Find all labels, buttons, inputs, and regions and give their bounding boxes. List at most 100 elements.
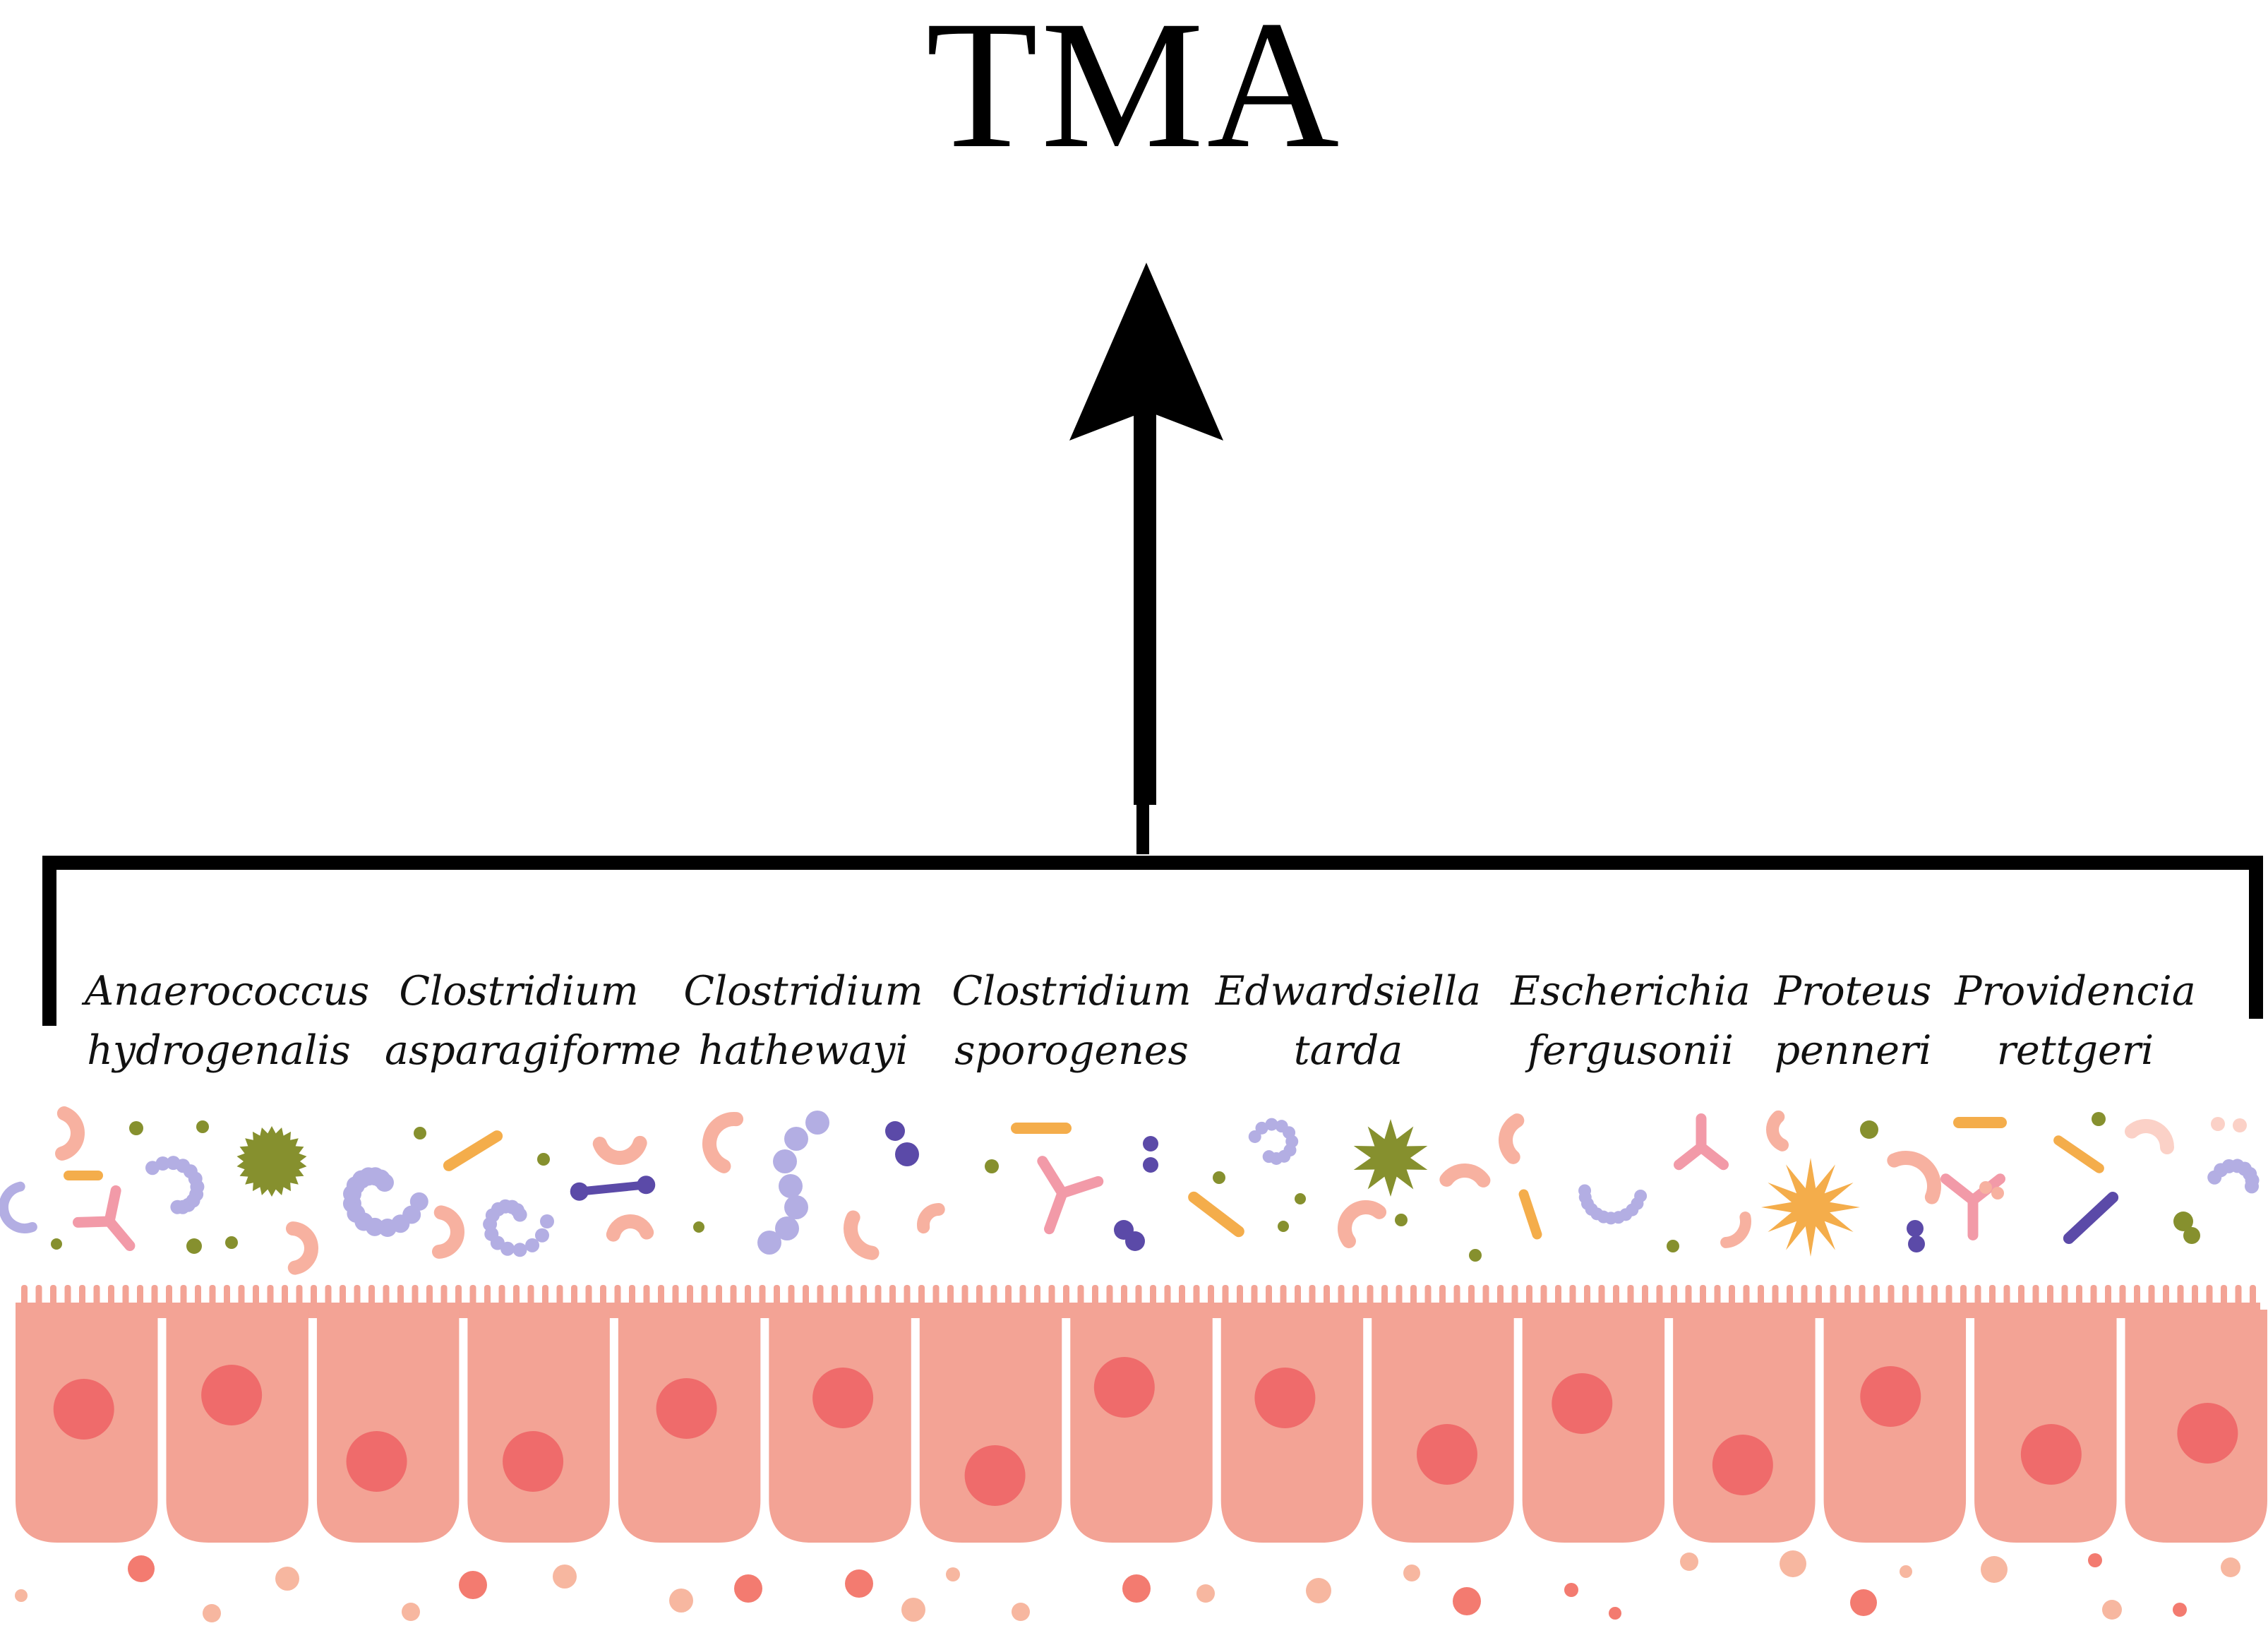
rod-bacterium <box>1518 1189 1542 1240</box>
curved-bacterium <box>917 1203 945 1234</box>
microvillus <box>440 1285 448 1310</box>
epithelial-cell <box>316 1310 460 1543</box>
small-coccus <box>1469 1249 1482 1262</box>
cell-nucleus <box>201 1365 263 1425</box>
coccus <box>779 1174 803 1198</box>
microvillus <box>2221 1285 2227 1310</box>
curved-bacterium <box>1766 1110 1789 1152</box>
small-coccus <box>1278 1221 1289 1232</box>
microvillus <box>1150 1285 1156 1310</box>
microvillus <box>745 1285 751 1310</box>
microvillus <box>50 1285 56 1310</box>
coccus <box>757 1231 781 1255</box>
curved-bacterium <box>844 1210 880 1260</box>
coccus <box>784 1195 808 1219</box>
microvillus <box>1266 1285 1272 1310</box>
curved-bacterium <box>2125 1119 2174 1154</box>
microvillus <box>629 1285 635 1310</box>
microvillus <box>2032 1285 2039 1310</box>
microvillus <box>340 1285 346 1310</box>
cell-nucleus <box>1254 1368 1316 1428</box>
coccus <box>1262 1150 1276 1164</box>
coccus <box>540 1214 554 1228</box>
small-coccus <box>2173 1212 2193 1231</box>
species-genus: Providencia <box>1955 968 2196 1015</box>
cell-nucleus <box>812 1368 874 1428</box>
microvillus <box>79 1285 85 1310</box>
microvillus <box>2047 1285 2053 1310</box>
blood-dot <box>15 1589 28 1602</box>
microvillus <box>947 1285 954 1310</box>
microvillus <box>2076 1285 2082 1310</box>
coccus <box>773 1149 797 1173</box>
microvillus <box>1453 1285 1460 1310</box>
microvillus <box>1584 1285 1590 1310</box>
microvillus <box>542 1285 548 1310</box>
small-coccus <box>51 1238 62 1250</box>
coccus <box>155 1156 170 1171</box>
cell-nucleus <box>1712 1435 1773 1495</box>
microvillus <box>137 1285 143 1310</box>
microvillus <box>1743 1285 1750 1310</box>
microvillus <box>1179 1285 1185 1310</box>
species-genus: Escherichia <box>1511 968 1751 1015</box>
curved-bacterium <box>1887 1151 1941 1204</box>
branch-arm <box>104 1185 121 1227</box>
curved-bacterium <box>0 1181 37 1233</box>
small-coccus <box>1991 1187 2004 1200</box>
blood-dot <box>1609 1607 1621 1620</box>
spiky-bacterium <box>236 1126 307 1197</box>
microvillus <box>93 1285 100 1310</box>
spiky-bacterium <box>1761 1158 1860 1257</box>
spiky-bacterium <box>1353 1119 1428 1197</box>
microvillus <box>904 1285 911 1310</box>
microvillus <box>498 1285 505 1310</box>
microvillus <box>1482 1285 1489 1310</box>
blood-dot <box>1403 1565 1420 1581</box>
microvillus <box>1714 1285 1721 1310</box>
microvillus <box>2018 1285 2024 1310</box>
species-epithet: hydrogenalis <box>87 1027 351 1074</box>
microvillus <box>1352 1285 1359 1310</box>
microvillus <box>2105 1285 2111 1310</box>
microvillus <box>224 1285 230 1310</box>
branch-arm <box>1674 1142 1707 1171</box>
species-genus: Clostridium <box>952 968 1192 1015</box>
microvillus <box>1410 1285 1417 1310</box>
microvillus <box>556 1285 563 1310</box>
microvillus <box>2192 1285 2198 1310</box>
microvillus <box>774 1285 780 1310</box>
epithelial-cell <box>467 1310 610 1543</box>
microvillus <box>469 1285 476 1310</box>
coccus <box>375 1173 394 1192</box>
coccus <box>512 1207 527 1222</box>
small-coccus <box>1395 1214 1408 1226</box>
small-coccus <box>2233 1118 2247 1132</box>
microvillus <box>412 1285 419 1310</box>
curved-bacterium <box>1720 1212 1751 1248</box>
microvillus <box>1222 1285 1229 1310</box>
blood-dot <box>1306 1578 1331 1603</box>
microvillus <box>325 1285 332 1310</box>
blood-dot <box>2102 1600 2122 1620</box>
diagram-title: TMA <box>925 0 1343 186</box>
microvillus <box>832 1285 838 1310</box>
microvillus <box>35 1285 42 1310</box>
microvillus <box>1106 1285 1113 1310</box>
microvillus <box>961 1285 968 1310</box>
small-coccus <box>1143 1157 1158 1173</box>
microvillus <box>730 1285 737 1310</box>
microvillus <box>1960 1285 1967 1310</box>
microvillus <box>1164 1285 1171 1310</box>
microvillus <box>267 1285 274 1310</box>
microvillus <box>180 1285 187 1310</box>
microvillus <box>1497 1285 1504 1310</box>
cell-nucleus <box>1860 1366 1921 1427</box>
microvillus <box>1902 1285 1909 1310</box>
microvillus <box>1974 1285 1981 1310</box>
microvillus <box>1569 1285 1576 1310</box>
microvillus <box>1816 1285 1822 1310</box>
microvillus <box>1989 1285 1996 1310</box>
blood-dot <box>2088 1553 2102 1567</box>
